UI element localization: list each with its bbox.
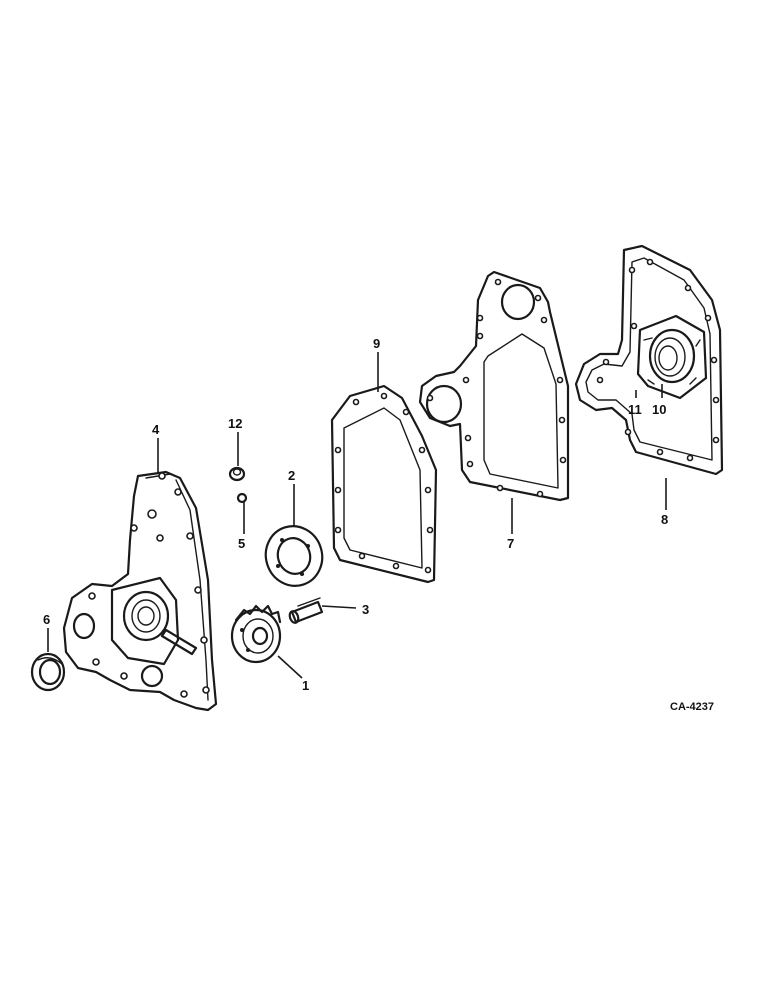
part-3-pin bbox=[288, 597, 324, 624]
part-9-bolt-holes bbox=[334, 392, 434, 574]
part-9-gasket bbox=[330, 384, 438, 584]
part-2-plate bbox=[264, 525, 324, 587]
figure-code: CA-4237 bbox=[670, 701, 714, 713]
callout-12: 12 bbox=[228, 416, 242, 431]
part-4-bolt-holes bbox=[88, 472, 210, 698]
part-7-bolt-holes bbox=[426, 278, 567, 498]
callout-4: 4 bbox=[152, 422, 160, 437]
callout-8: 8 bbox=[661, 512, 668, 527]
part-10-bearing-housing bbox=[636, 314, 708, 400]
part-8-rear-plate-gasket bbox=[574, 244, 724, 476]
part-12-plug bbox=[228, 466, 246, 482]
callout-6: 6 bbox=[43, 612, 50, 627]
part-5-fitting bbox=[236, 492, 248, 504]
part-1-gear bbox=[230, 604, 282, 664]
callout-9: 9 bbox=[373, 336, 380, 351]
callout-7: 7 bbox=[507, 536, 514, 551]
callout-11: 11 bbox=[628, 402, 642, 417]
leader-lines bbox=[47, 352, 667, 679]
callout-5: 5 bbox=[238, 536, 245, 551]
part-7-gasket bbox=[418, 270, 570, 502]
callout-labels: 9 7 8 10 11 4 6 12 5 2 3 1 bbox=[43, 336, 668, 693]
callout-10: 10 bbox=[652, 402, 666, 417]
callout-1: 1 bbox=[302, 678, 309, 693]
part-4-front-cover bbox=[62, 470, 218, 712]
part-8-bolt-holes bbox=[596, 258, 720, 462]
callout-3: 3 bbox=[362, 602, 369, 617]
callout-2: 2 bbox=[288, 468, 295, 483]
part-6-seal bbox=[30, 652, 66, 692]
